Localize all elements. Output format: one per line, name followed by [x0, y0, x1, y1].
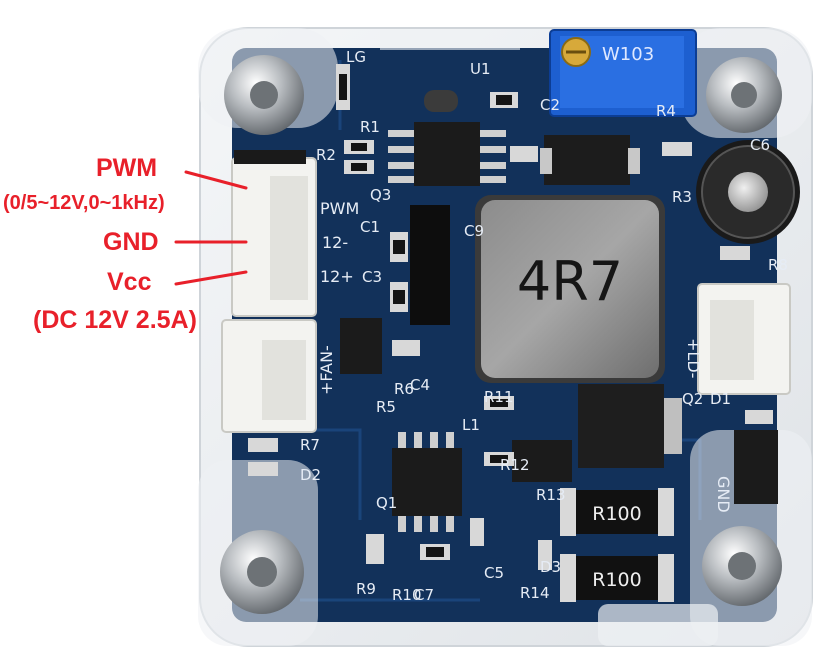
silk-ref-r1: R1 [360, 118, 380, 136]
screw-top-right [706, 57, 782, 133]
connector-pwm-power [231, 150, 317, 317]
shunt-resistor-bottom: R100 [560, 554, 674, 602]
silk-ref-c5: C5 [484, 564, 504, 582]
silk-ref-d1: D1 [710, 390, 731, 408]
silk-pwm: PWM [320, 199, 359, 218]
trimmer-marking: W103 [602, 44, 654, 65]
silk-ref-r5: R5 [376, 398, 396, 416]
ic-bottom [392, 432, 462, 532]
silk-ref-r10: R10 [392, 586, 422, 604]
silk-ref-r9: R9 [356, 580, 376, 598]
pwm-range-label: (0/5~12V,0~1kHz) [3, 192, 165, 214]
vcc-rating-label: (DC 12V 2.5A) [33, 306, 197, 334]
silk-ref-q3: Q3 [370, 186, 391, 204]
silk-ref-r4: R4 [656, 102, 676, 120]
silk-ref-lg: LG [346, 48, 366, 66]
silk-ref-d2: D2 [300, 466, 321, 484]
silk-ref-c7: C7 [414, 586, 434, 604]
silk-ref-r6: R6 [394, 380, 414, 398]
gnd-label: GND [103, 228, 159, 256]
silk-gnd: GND [714, 476, 733, 513]
vcc-pointer-line [174, 270, 248, 286]
silk-ref-r7: R7 [300, 436, 320, 454]
connector-fan [221, 319, 317, 433]
vcc-label: Vcc [107, 268, 152, 296]
silk-12pos: 12+ [320, 267, 354, 286]
silk-ref-r12: R12 [500, 456, 530, 474]
trimmer-potentiometer: W103 [549, 29, 697, 117]
silk-ref-c1: C1 [360, 218, 380, 236]
silk-ref-c9: C9 [464, 222, 484, 240]
silk-ref-d3: D3 [540, 558, 561, 576]
silk-ref-r8: R8 [768, 256, 788, 274]
shunt-resistor-top: R100 [560, 488, 674, 536]
screw-top-left [224, 55, 304, 135]
silk-12neg: 12- [322, 233, 348, 252]
silk-ref-r11: R11 [484, 388, 514, 406]
silk-ref-r2: R2 [316, 146, 336, 164]
shunt-marking-top: R100 [592, 503, 641, 525]
shunt-marking-bottom: R100 [592, 569, 641, 591]
screw-bottom-left [220, 530, 304, 614]
capacitor-c7 [696, 140, 800, 244]
mosfet-q3 [578, 384, 682, 468]
ic-top [388, 122, 506, 186]
pwm-label: PWM [96, 154, 158, 182]
silk-ref-q1: Q1 [376, 494, 397, 512]
silk-ref-l1: L1 [462, 416, 480, 434]
silk-ld: +LD- [684, 338, 703, 378]
silk-fan: +FAN- [317, 345, 336, 395]
connector-ld [697, 283, 791, 395]
silk-ref-q2: Q2 [682, 390, 703, 408]
screw-bottom-right [702, 526, 782, 606]
silk-ref-r13: R13 [536, 486, 566, 504]
silk-ref-r14: R14 [520, 584, 550, 602]
silk-ref-r3: R3 [672, 188, 692, 206]
silk-ref-c4: C4 [410, 376, 430, 394]
inductor-l1: 4R7 [475, 195, 665, 383]
pwm-pointer-line [184, 170, 248, 190]
diode-d1 [544, 135, 630, 185]
silk-ref-c6: C6 [750, 136, 770, 154]
silk-ref-c3: C3 [362, 268, 382, 286]
silk-ref-u1: U1 [470, 60, 491, 78]
inductor-marking: 4R7 [517, 250, 623, 313]
silk-ref-c2: C2 [540, 96, 560, 114]
